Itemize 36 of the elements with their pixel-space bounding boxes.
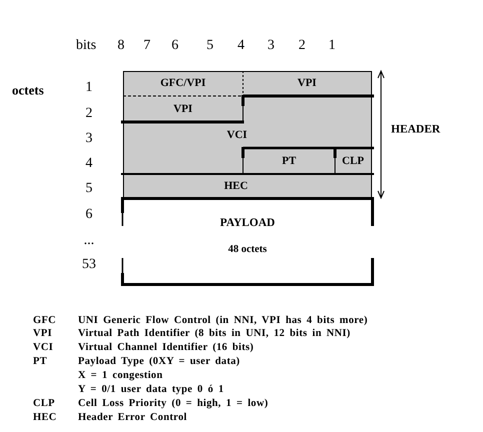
definition-text: UNI Generic Flow Control (in NNI, VPI has 4 bits more) [78, 316, 368, 326]
definition-text: X = 1 congestion [78, 370, 163, 382]
octet-number: 2 [86, 107, 92, 121]
octet-number: 1 [86, 81, 92, 95]
definition-text: Y = 0/1 user data type 0 ó 1 [78, 384, 224, 396]
octet-number: 3 [86, 132, 92, 146]
abbreviation: VCI [33, 342, 54, 354]
abbreviation: HEC [33, 412, 57, 424]
bit-number: 2 [298, 39, 306, 53]
abbreviation: GFC [33, 316, 56, 326]
abbreviation: CLP [33, 398, 55, 410]
payload-title: PAYLOAD [220, 218, 275, 230]
bit-number: 7 [144, 39, 150, 53]
axis-title: bits [76, 39, 96, 53]
bit-number: 5 [206, 39, 214, 53]
bit-number: 1 [328, 39, 336, 53]
octet-number: ... [84, 234, 94, 248]
octet-number: 5 [86, 182, 92, 196]
definition-text: Cell Loss Priority (0 = high, 1 = low) [78, 398, 268, 410]
definition-text: Payload Type (0XY = user data) [78, 356, 240, 368]
bit-number: 4 [238, 39, 244, 53]
bit-number: 3 [268, 39, 274, 53]
payload-field [121, 197, 374, 286]
octet-count: 48 octets [228, 245, 267, 256]
definition-text: Virtual Channel Identifier (16 bits) [78, 342, 254, 354]
octet-number: 53 [82, 258, 96, 272]
definition-text: Header Error Control [78, 412, 187, 424]
octet-number: 4 [86, 157, 92, 171]
abbreviation: PT [33, 356, 48, 368]
abbreviation: VPI [33, 328, 52, 340]
bit-number: 6 [172, 39, 178, 53]
header-label: HEADER [391, 124, 440, 136]
bit-number: 8 [118, 39, 124, 53]
axis-title: octets [12, 84, 44, 96]
octet-number: 6 [86, 208, 92, 222]
definition-text: Virtual Path Identifier (8 bits in UNI, 12 bits in NNI) [78, 328, 350, 340]
